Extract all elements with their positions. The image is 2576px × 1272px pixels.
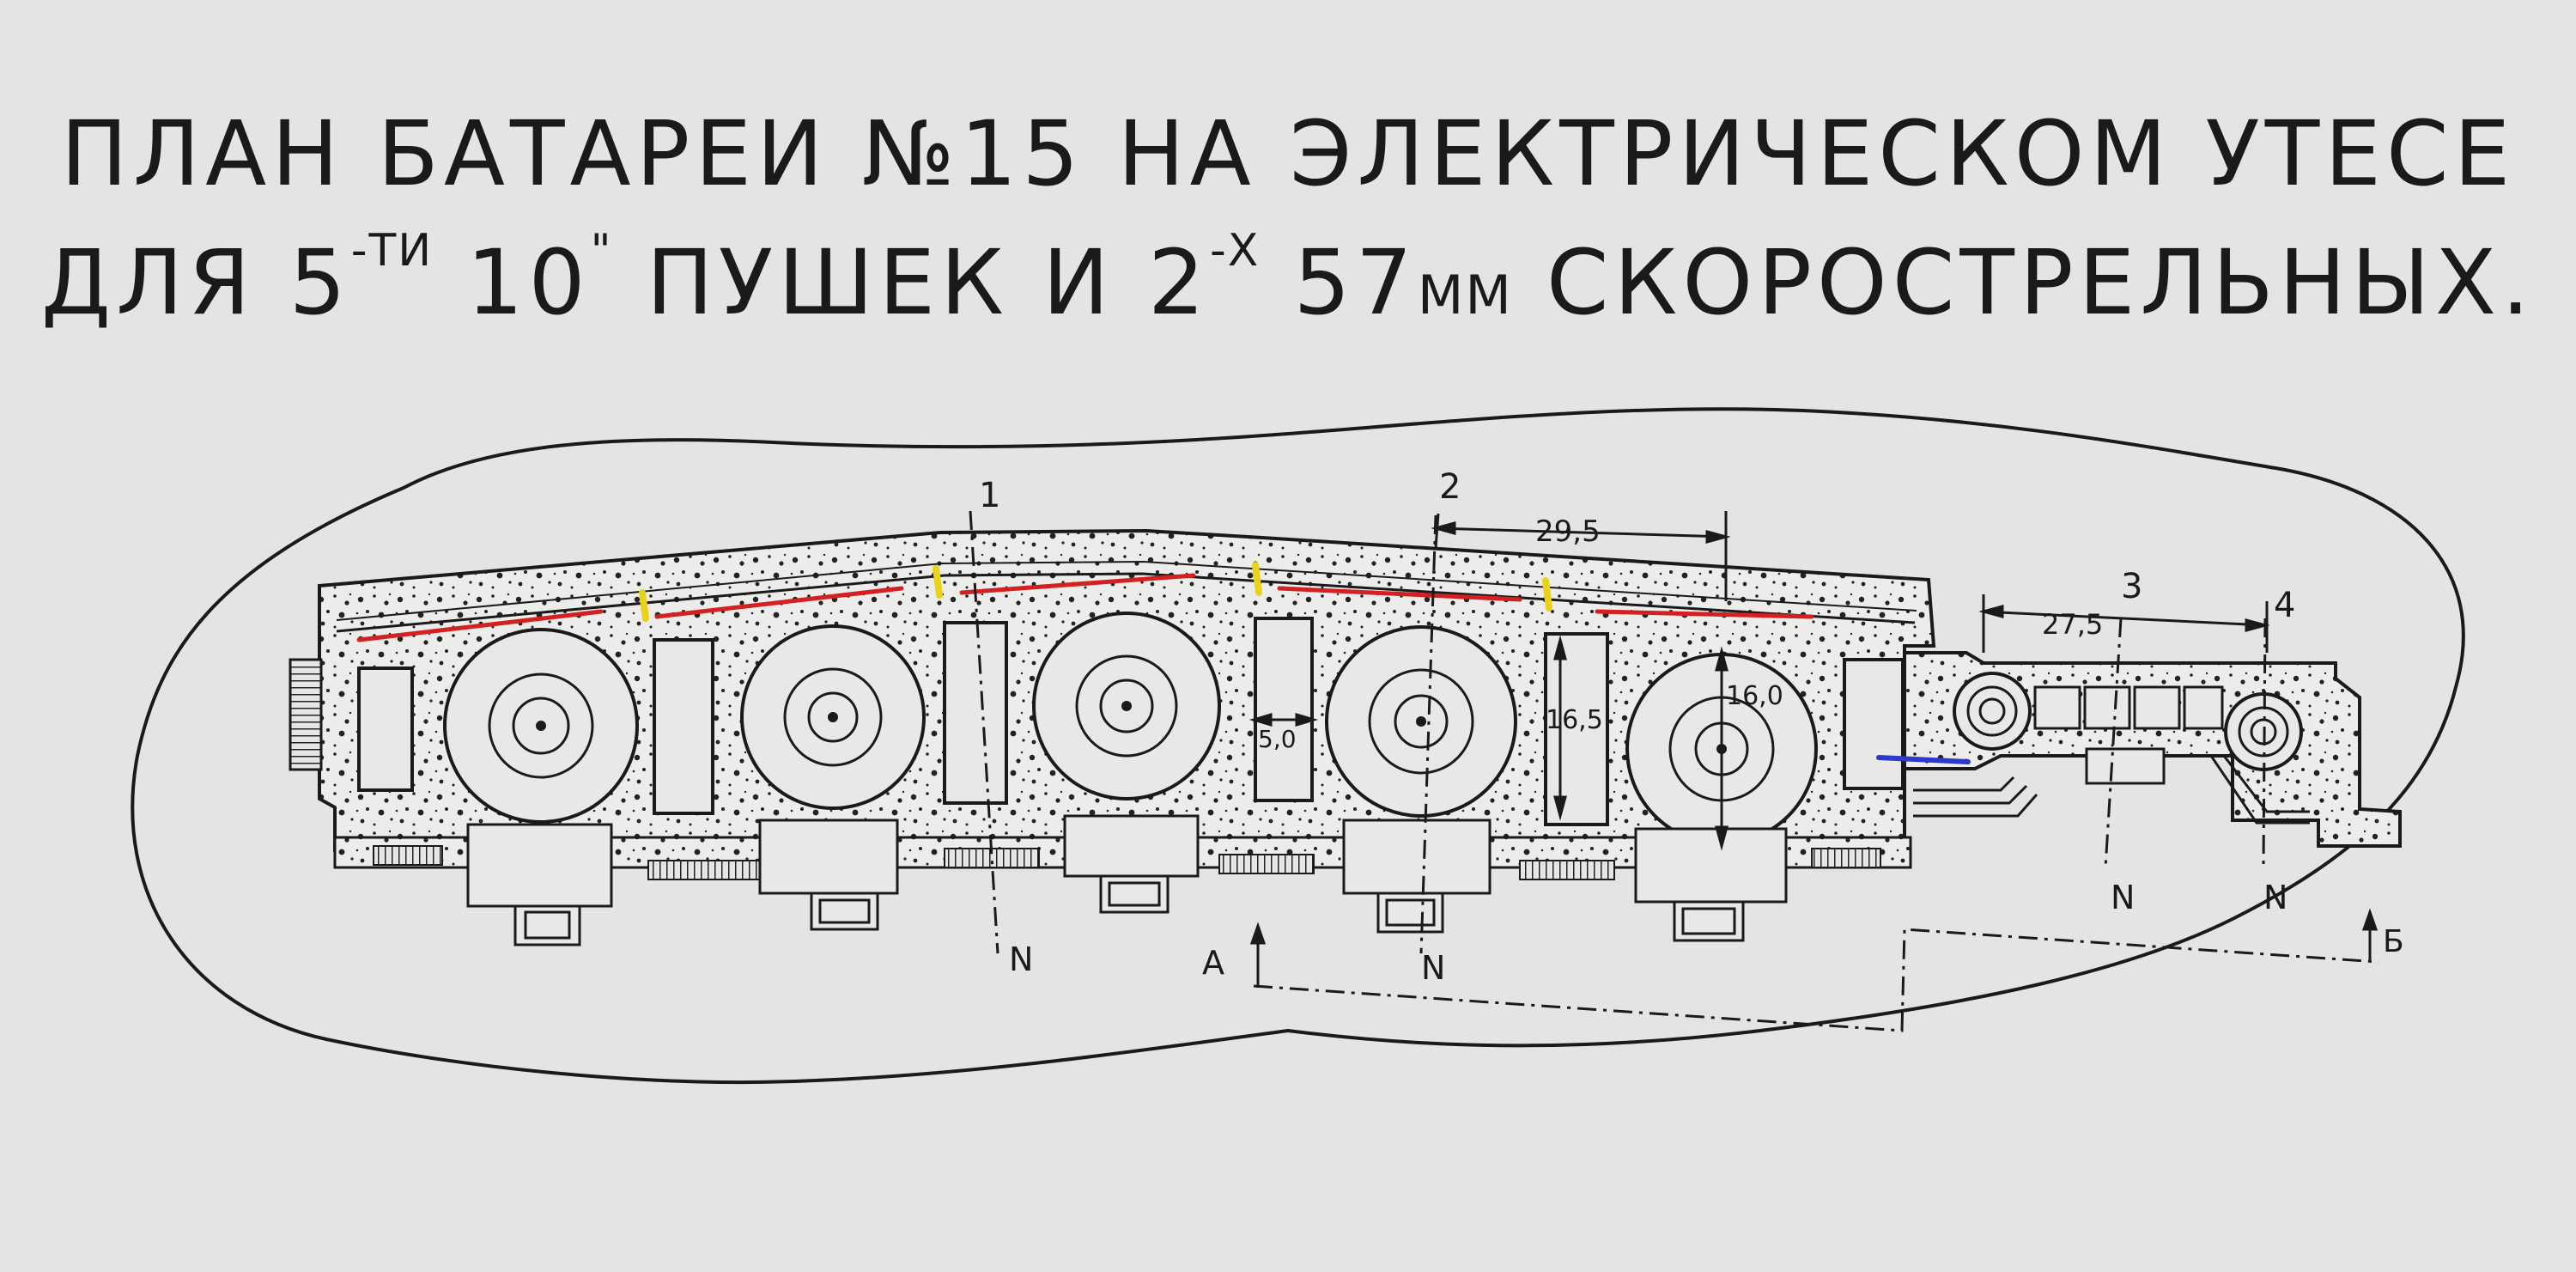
dimension-lines [1249, 511, 2379, 988]
dimension-16-0: 16,0 [1726, 681, 1783, 711]
section-axes [969, 510, 2267, 954]
dimension-29-5: 29,5 [1535, 514, 1601, 549]
gun-emplacement-4 [1325, 625, 1517, 818]
quick-firing-rooms [2033, 685, 2224, 785]
title-part: 57 [1260, 230, 1418, 335]
magazine-rooms [357, 617, 1905, 826]
north-label-2: N [1421, 949, 1445, 987]
plan-title-line-1: ПЛАН БАТАРЕИ №15 НА ЭЛЕКТРИЧЕСКОМ УТЕСЕ [60, 101, 2516, 206]
section-label-1: 1 [979, 476, 1000, 515]
title-part: ПУШЕК И 2 [612, 230, 1211, 335]
title-superscript: -Х [1210, 225, 1261, 277]
title-superscript: -ТИ [350, 225, 434, 277]
section-label-2: 2 [1439, 467, 1461, 507]
title-part: 10 [433, 230, 591, 335]
title-part: ДЛЯ 5 [40, 230, 351, 335]
rear-shelters [466, 814, 1788, 946]
north-label-4: N [2263, 879, 2287, 916]
cut-line [1253, 928, 2379, 1032]
plan-title-line-2: ДЛЯ 5-ТИ 10" ПУШЕК И 2-Х 57ММ СКОРОСТРЕЛ… [0, 225, 2576, 335]
cut-label-b: Б [2383, 924, 2404, 959]
title-part: СКОРОСТРЕЛЬНЫХ. [1512, 230, 2536, 335]
title-unit: ММ [1417, 264, 1513, 326]
dimension-27-5: 27,5 [2042, 608, 2103, 641]
red-marks [356, 573, 1814, 642]
dimension-16-5: 16,5 [1546, 705, 1603, 735]
dimension-5-0: 5,0 [1258, 725, 1297, 753]
blue-mark [1876, 755, 1971, 764]
gun-57mm-left [1953, 672, 2032, 751]
yellow-marks [639, 562, 1552, 622]
section-label-4: 4 [2274, 586, 2295, 625]
title-superscript: " [590, 225, 613, 277]
north-label-3: N [2111, 879, 2135, 916]
section-label-3: 3 [2121, 567, 2142, 606]
north-label-1: N [1009, 940, 1033, 978]
cut-label-a: А [1202, 944, 1224, 982]
gun-emplacement-3 [1032, 612, 1221, 800]
gun-emplacement-1 [443, 628, 639, 824]
quick-firing-section [1903, 651, 2402, 848]
gun-emplacement-2 [740, 624, 926, 810]
terrain-contour [131, 407, 2465, 1085]
